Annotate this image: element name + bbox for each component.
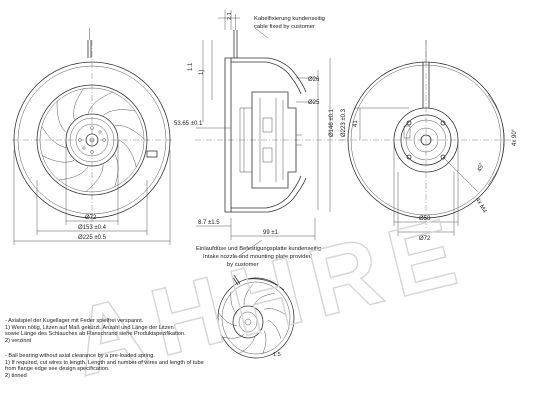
blade [118, 139, 137, 168]
callout-nozzle-en: Intake nozzle and mounting plate provide… [203, 254, 312, 260]
blade [239, 336, 256, 354]
mounting-holes [406, 120, 446, 160]
dim-1-note: 1) [199, 70, 205, 75]
callout-cable-en: cable fixed by customer [254, 24, 315, 30]
blade [56, 101, 67, 133]
callout-nozzle-de: Einlaufdüse und Befestigungsplatte kunde… [196, 246, 321, 252]
blade [114, 154, 119, 187]
blade [114, 125, 145, 140]
blade [87, 92, 113, 114]
callout-cable-de: Kabelfixierung kundenseitig [254, 16, 325, 22]
dim-41: 41 [353, 120, 359, 127]
dim-d153: Ø153 ±0.4 [78, 225, 107, 231]
blade [85, 164, 104, 192]
dim-45: 45° [477, 162, 486, 173]
dim-2-1: 2.1 [227, 12, 233, 20]
impeller-blades [41, 88, 145, 192]
blade [267, 319, 282, 339]
dim-d72-rear: Ø72 [419, 236, 431, 242]
note-en-line: from flange edge see design specificatio… [5, 366, 110, 373]
note-de-line: - Axialspiel der Kugellager mit Feder sp… [5, 318, 144, 324]
blade [103, 109, 136, 116]
blade [254, 293, 275, 304]
scale-label: 1:5 [273, 352, 281, 358]
rating-label [146, 150, 158, 158]
blade [264, 308, 286, 315]
dim-d225: Ø225 ±0.5 [78, 235, 107, 241]
note-en-line: - Ball bearing without axial clearance b… [5, 353, 155, 359]
blade [243, 284, 254, 306]
dim-d26: Ø26 [308, 77, 320, 83]
blade [42, 155, 75, 163]
note-de-line: sowie Länge des Schlauches ab Flanschran… [5, 331, 186, 338]
hub-holes [78, 126, 106, 154]
blade [222, 334, 245, 339]
note-en-line: 1) If required, cut wires to length. Len… [5, 359, 204, 366]
isometric-view [217, 274, 295, 359]
dim-1-1: 1.1 [188, 62, 194, 71]
blade [218, 312, 238, 326]
note-en-line: 2) tinned [5, 373, 27, 380]
notes-german: - Axialspiel der Kugellager mit Feder sp… [5, 318, 186, 345]
blade [58, 166, 89, 181]
dim-d72-front: Ø72 [85, 215, 97, 221]
note-de-line: 2) verzinnt [5, 338, 32, 345]
blade [41, 126, 67, 148]
notes-english: - Ball bearing without axial clearance b… [5, 353, 204, 380]
dim-d58: Ø58 [419, 216, 431, 222]
blade [262, 330, 267, 354]
dim-8-7: 8.7 ±1.5 [198, 220, 220, 226]
rear-view: Ø58 Ø72 41 4x M4 45° 4x 90° [340, 40, 518, 242]
blade [230, 292, 238, 315]
iso-blades [218, 284, 286, 354]
dim-53-65: 53.65 ±0.1 [174, 121, 203, 127]
dim-d146: Ø146 ±0.1 [329, 108, 335, 137]
section-view: 1.1 1) 2.1 53.65 ±0.1 8.7 ±1.5 99 ±1 Ø26… [174, 10, 347, 268]
dim-4x90: 4x 90° [512, 128, 518, 146]
dim-99: 99 ±1 [263, 230, 279, 236]
callout-nozzle-en2: by customer [227, 262, 259, 268]
dim-4xm4: 4x M4 [474, 197, 488, 215]
dim-d25: Ø25 [308, 100, 320, 106]
note-de-line: 1) Wenn nötig, Litzen auf Maß gekürzt. A… [5, 324, 174, 331]
front-view: Ø72 Ø153 ±0.4 Ø225 ±0.5 [12, 28, 172, 245]
blade [73, 88, 84, 120]
dim-d223: Ø223 ±0.3 [341, 108, 347, 137]
